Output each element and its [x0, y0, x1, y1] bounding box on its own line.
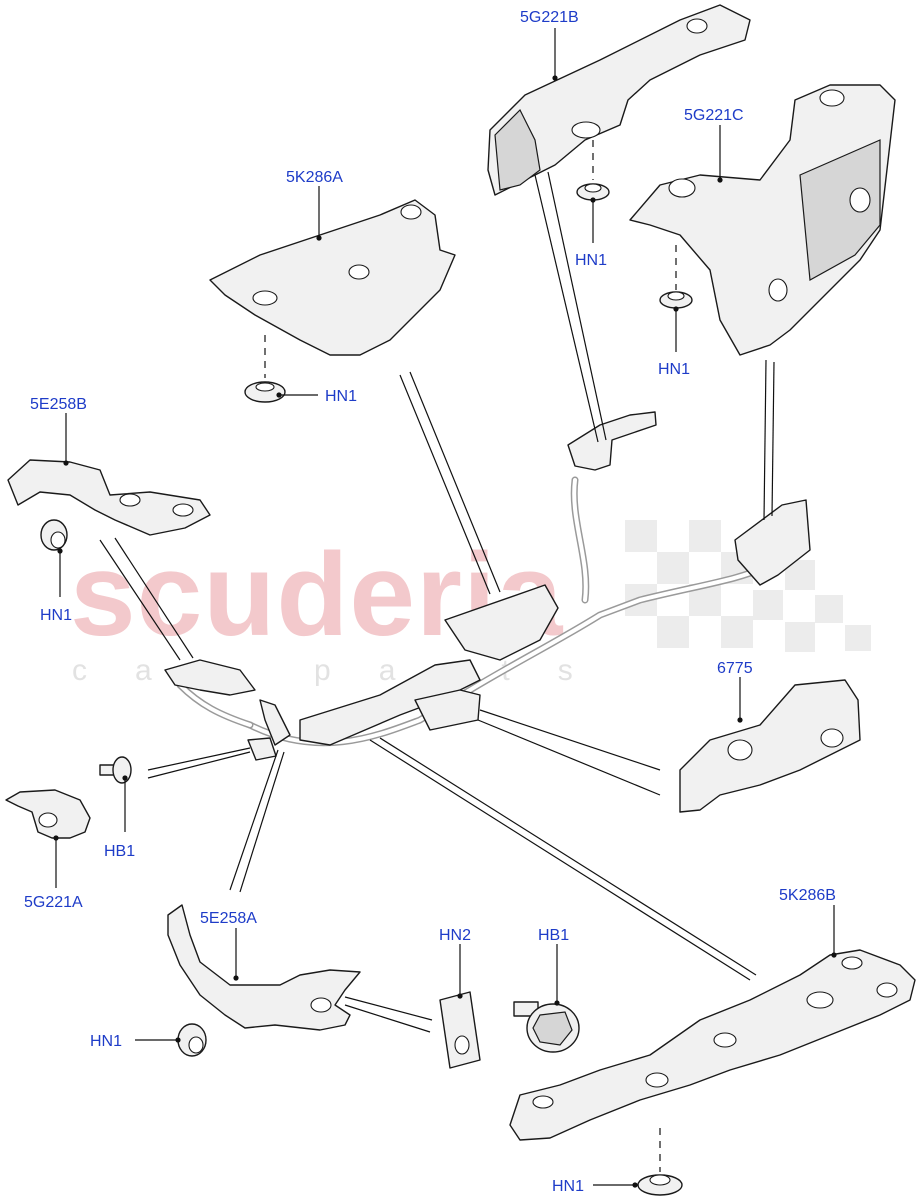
hn1-nut-e — [177, 1023, 207, 1057]
callout-5E258B: 5E258B — [30, 396, 87, 413]
watermark-tagline: car parts — [72, 654, 621, 687]
callout-hn1-d: HN1 — [40, 607, 72, 624]
installed-shield-5K286A — [444, 584, 559, 661]
callout-hn2: HN2 — [439, 927, 471, 944]
heat-shield-5E258A — [167, 904, 361, 1031]
callout-hn1-e: HN1 — [90, 1033, 122, 1050]
installed-shield-5E258A — [259, 699, 291, 746]
callout-hb1-b: HB1 — [538, 927, 569, 944]
hb1-bolt-b — [513, 1001, 580, 1053]
hn1-nut-b — [659, 291, 693, 309]
heat-shield-6775 — [679, 679, 861, 813]
installed-shield-5E258B — [164, 659, 256, 696]
exhaust-assembly — [164, 411, 811, 761]
installed-bracket-5G221A — [247, 737, 277, 761]
hn1-nut-a — [576, 183, 610, 201]
hn2-clip-nut — [439, 991, 481, 1069]
installed-shield-6775 — [414, 689, 481, 731]
callout-5G221A: 5G221A — [24, 894, 83, 911]
callout-hb1-a: HB1 — [104, 843, 135, 860]
callout-5G221B: 5G221B — [520, 9, 579, 26]
callout-hn1-f: HN1 — [552, 1178, 584, 1195]
callout-5K286A: 5K286A — [286, 169, 343, 186]
hn1-nut-d — [40, 519, 68, 551]
heat-shield-5E258B — [7, 459, 211, 536]
hn1-nut-c — [244, 381, 286, 403]
installed-rear-shield-5G221B — [567, 411, 657, 471]
heat-shield-5G221B — [487, 4, 751, 196]
callout-6775: 6775 — [717, 660, 753, 677]
callout-labels: 5G221B 5G221C 5K286A 5E258B 6775 5G221A … — [24, 9, 836, 1195]
callout-5K286B: 5K286B — [779, 887, 836, 904]
heat-shield-5G221C — [629, 84, 896, 356]
leader-lines — [53, 28, 837, 1188]
callout-5G221C: 5G221C — [684, 107, 744, 124]
callout-hn1-a: HN1 — [575, 252, 607, 269]
hn1-nut-f — [637, 1174, 683, 1196]
callout-hn1-b: HN1 — [658, 361, 690, 378]
heat-shield-5K286B — [509, 949, 916, 1141]
bracket-5G221A — [5, 789, 91, 839]
callout-hn1-c: HN1 — [325, 388, 357, 405]
heat-shield-5K286A — [209, 199, 456, 356]
callout-5E258A: 5E258A — [200, 910, 257, 927]
installed-rear-shield-5G221C — [734, 499, 811, 586]
